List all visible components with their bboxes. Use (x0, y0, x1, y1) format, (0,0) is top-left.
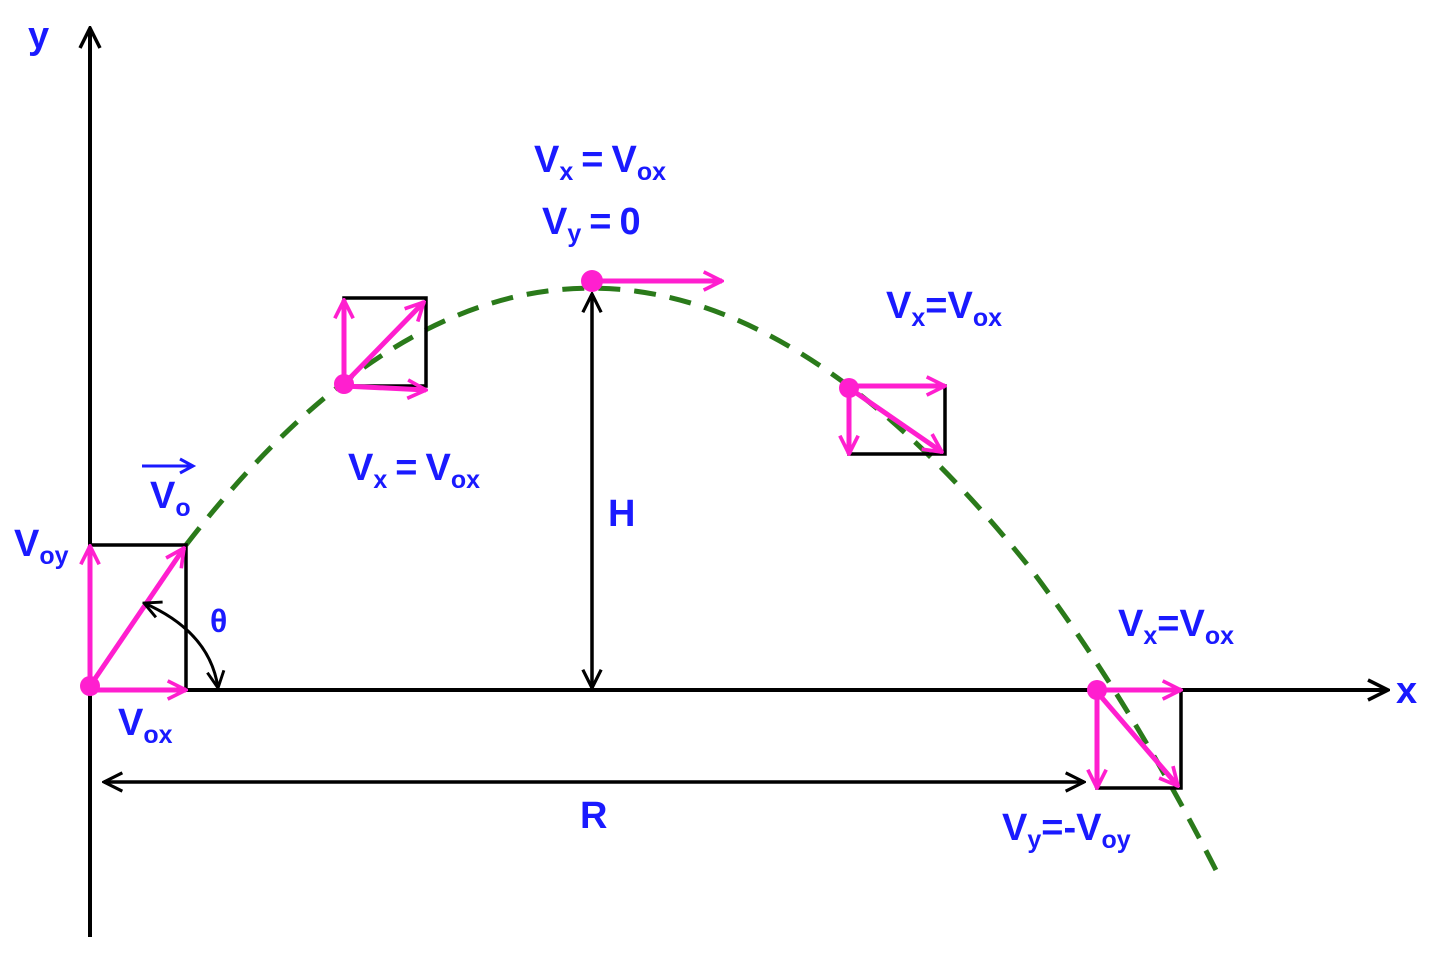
angle-theta-label: θ (210, 603, 227, 639)
height-label: H (608, 493, 635, 535)
ascending-point (334, 374, 354, 394)
apex-vx-label: Vx=Vox (534, 139, 666, 186)
descending-v-vector (847, 385, 942, 452)
range-label: R (580, 795, 607, 837)
x-axis-label: x (1396, 670, 1417, 712)
landing-v-vector (1095, 690, 1178, 786)
angle-theta-arc (144, 603, 218, 688)
v0-vector (87, 548, 184, 688)
descending-label: Vx=Vox (886, 285, 1002, 332)
launch-point (80, 676, 100, 696)
y-axis-label: y (28, 15, 49, 57)
ascending-label: Vx=Vox (348, 447, 480, 494)
apex-point (581, 270, 603, 292)
v0-label: Vo (150, 475, 191, 522)
landing-vx-label: Vx=Vox (1118, 603, 1234, 650)
vox-label: Vox (118, 702, 173, 749)
apex-vy-label: Vy=0 (542, 201, 641, 248)
voy-label: Voy (14, 523, 69, 570)
landing-point (1087, 680, 1107, 700)
landing-vy-label: Vy=-Voy (1002, 807, 1131, 854)
ascending-vx-vector (343, 386, 426, 390)
ascending-v-vector (342, 302, 424, 386)
descending-point (839, 378, 859, 398)
v0-overarrow-head (179, 457, 197, 475)
